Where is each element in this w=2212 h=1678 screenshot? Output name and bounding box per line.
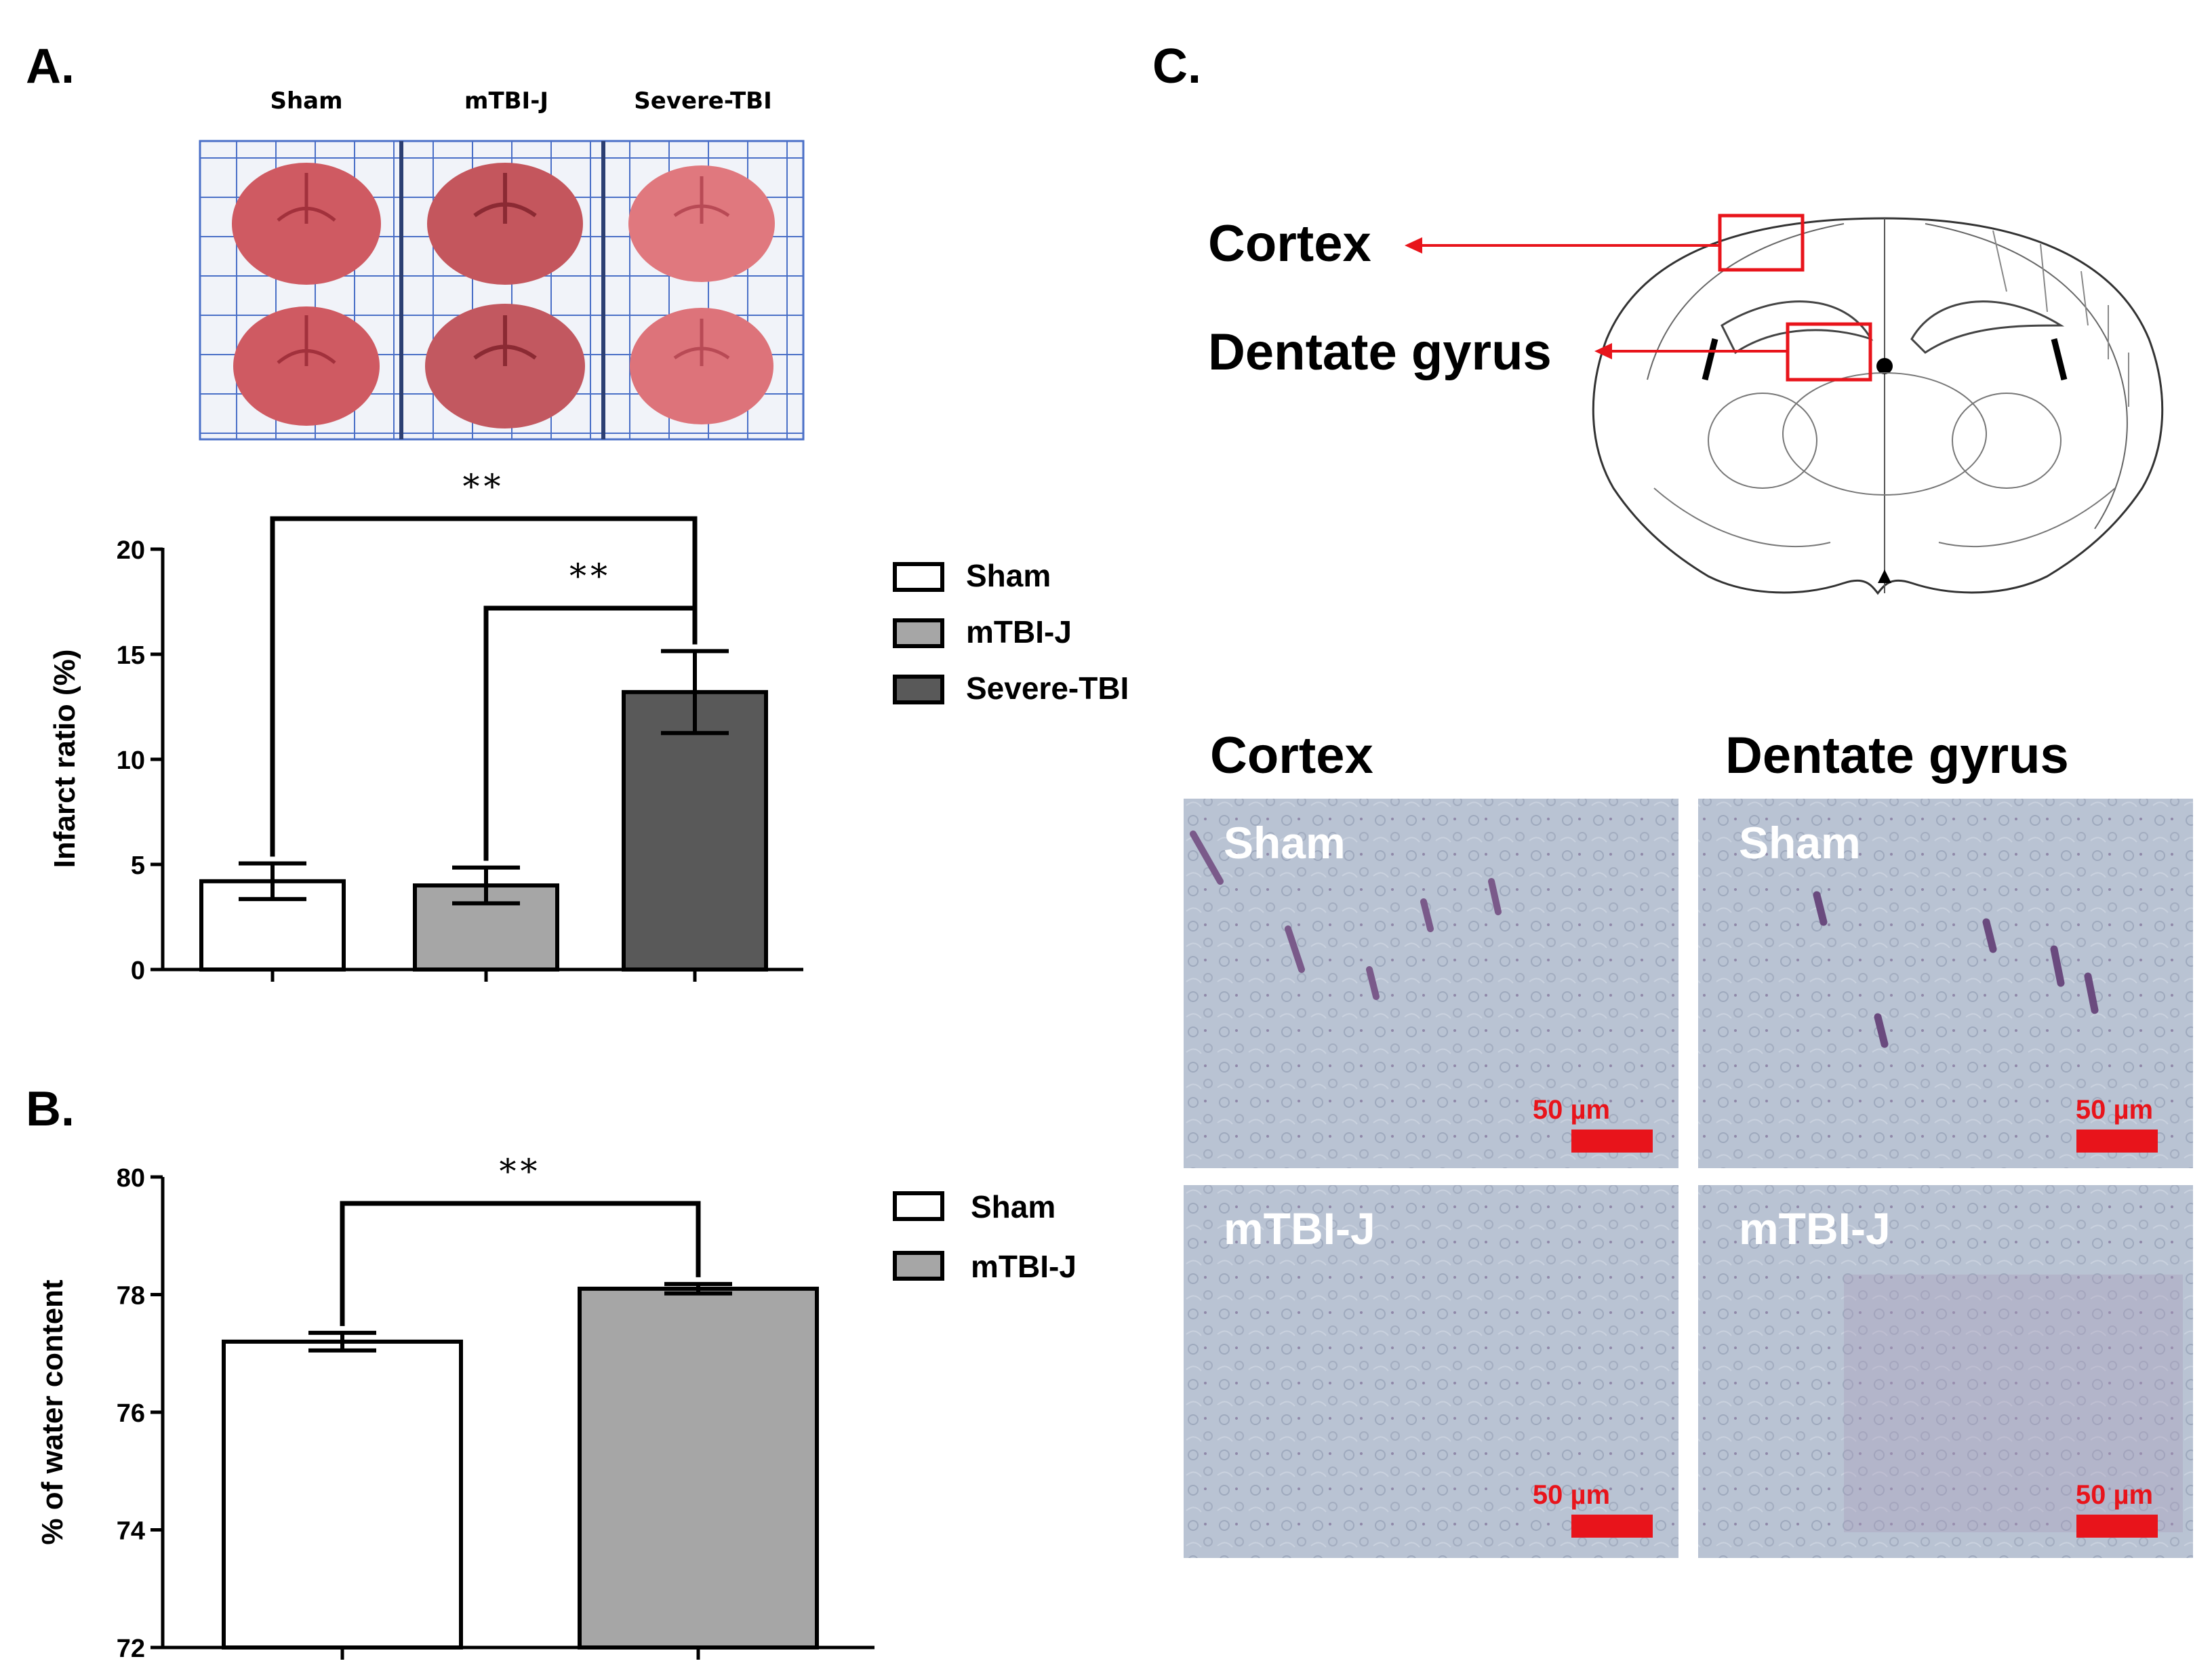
y-tick-label: 74 [117,1517,145,1546]
legend-label-mtbi: mTBI-J [966,614,1072,650]
legend-label-mtbi: mTBI-J [971,1249,1077,1284]
dentate-arrowhead-icon [1594,343,1612,359]
micrograph-cortex-mtbi: mTBI-J 50 µm [1184,1185,1678,1558]
legend-label-sham: Sham [971,1189,1055,1224]
significance-label: ** [500,1152,542,1191]
cortex-arrowhead-icon [1405,237,1422,254]
legend-a: Sham mTBI-J Severe-TBI [893,558,1129,706]
scale-bar [2076,1515,2158,1538]
y-tick-label: 15 [117,641,145,670]
photo-label-mtbi: mTBI-J [464,87,548,115]
y-tick-label: 80 [117,1164,145,1193]
y-tick-label: 20 [117,536,145,565]
legend-swatch-mtbi [893,618,944,648]
micrograph-label: Sham [1739,818,1861,868]
atlas-label-dentate: Dentate gyrus [1208,323,1552,381]
micrograph-dentate-mtbi: mTBI-J 50 µm [1698,1185,2193,1558]
legend-swatch-sham [893,562,944,592]
brain-atlas-diagram: Cortex Dentate gyrus [1208,214,2164,595]
atlas-label-cortex: Cortex [1208,215,1371,273]
legend-b: Sham mTBI-J [893,1189,1077,1284]
column-header-dentate: Dentate gyrus [1725,727,2069,784]
slice-mtbi-1 [427,163,583,285]
legend-swatch-sham [893,1191,944,1221]
scale-bar [1571,1130,1653,1153]
slice-severe-1 [628,165,775,282]
significance-bracket [340,1201,701,1326]
micrograph-label: mTBI-J [1224,1203,1375,1254]
scale-bar [1571,1515,1653,1538]
water-content-chart: % of water content 72 74 76 78 80 ** Sham mTB… [36,1152,1077,1663]
panel-label-a: A. [26,39,75,94]
y-axis-label: Infarct ratio (%) [48,650,81,868]
slice-sham-1 [232,163,381,285]
photo-label-sham: Sham [270,87,342,115]
y-tick-label: 5 [131,852,145,880]
scale-bar-label: 50 µm [2076,1480,2153,1510]
slice-sham-2 [233,306,380,426]
micrograph-dentate-sham: Sham 50 µm [1698,799,2193,1168]
legend-swatch-severe [893,675,944,704]
legend-label-sham: Sham [966,558,1051,593]
scale-bar-label: 50 µm [1533,1480,1610,1510]
scale-bar [2076,1130,2158,1153]
legend-swatch-mtbi [893,1251,944,1281]
brain-slice-photo: Sham mTBI-J Severe-TBI [199,87,805,441]
slice-severe-2 [630,308,773,424]
micrograph-cortex-sham: Sham 50 µm [1184,799,1678,1168]
panel-label-c: C. [1152,39,1201,94]
significance-label: ** [463,467,505,506]
scale-bar-label: 50 µm [2076,1095,2153,1125]
significance-bracket [270,516,698,857]
y-axis-label: % of water content [36,1279,69,1544]
photo-label-severe: Severe-TBI [634,87,771,115]
scale-bar-label: 50 µm [1533,1095,1610,1125]
bar-mtbi-j [578,1286,819,1650]
y-tick-label: 0 [131,957,145,985]
infarct-ratio-chart: Infarct ratio (%) 0 5 10 15 20 ** ** Sham mTBI… [48,467,1129,985]
bar-severe-tbi [622,690,768,972]
panel-label-b: B. [26,1082,75,1136]
legend-label-severe: Severe-TBI [966,671,1129,706]
significance-bracket [483,605,698,861]
column-header-cortex: Cortex [1210,727,1373,784]
slice-mtbi-2 [425,304,585,428]
significance-label: ** [569,557,611,596]
y-tick-label: 10 [117,746,145,775]
cortex-highlight-box [1718,214,1805,272]
micrograph-label: mTBI-J [1739,1203,1891,1254]
y-tick-label: 76 [117,1399,145,1428]
micrograph-label: Sham [1224,818,1346,868]
y-tick-label: 72 [117,1635,145,1663]
bar-sham [222,1339,463,1650]
y-tick-label: 78 [117,1282,145,1311]
